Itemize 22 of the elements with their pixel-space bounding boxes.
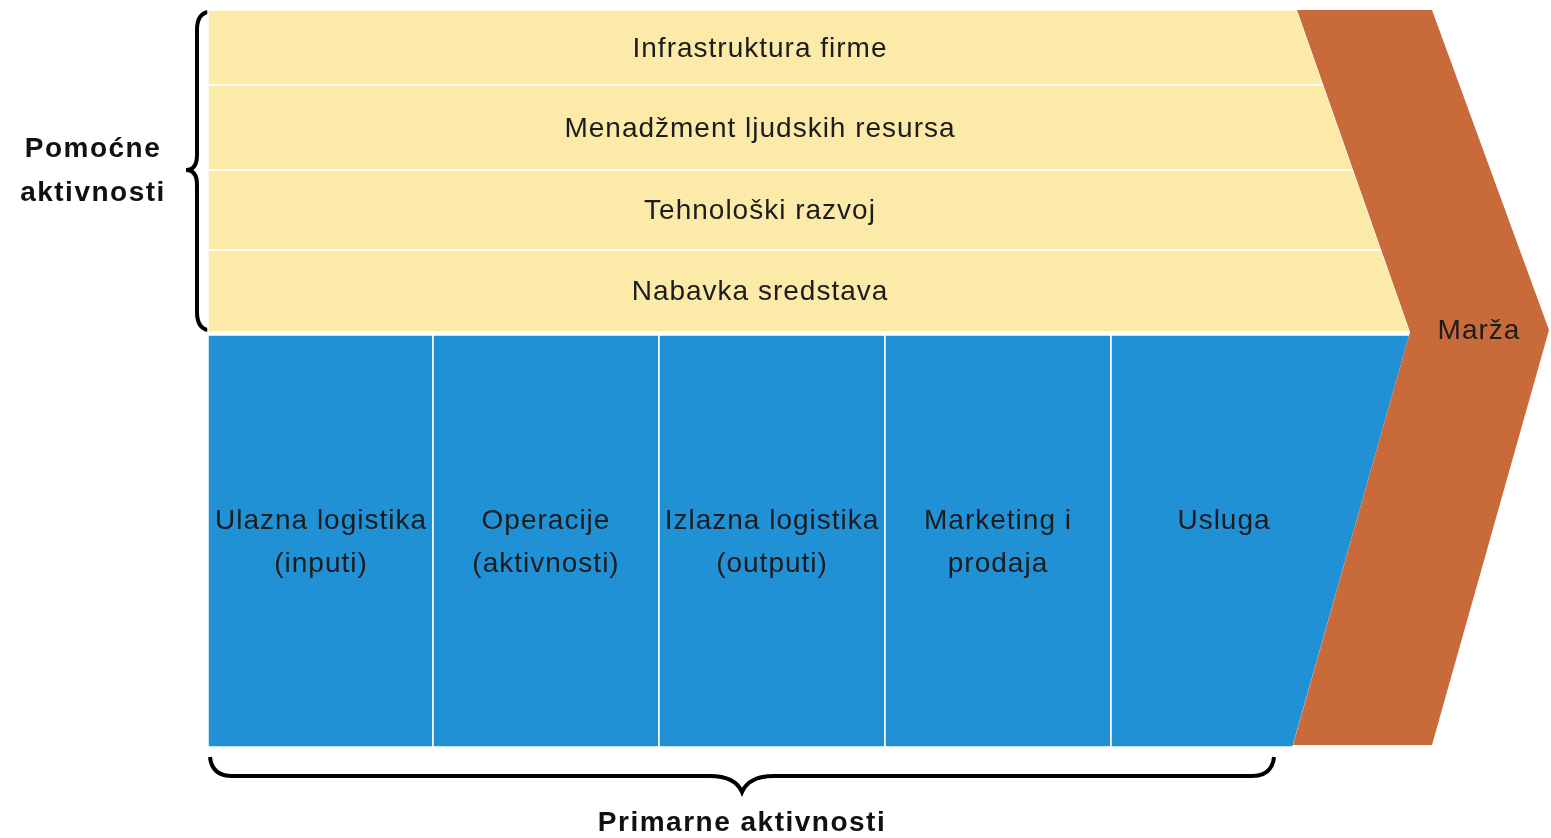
band-label: Tehnološki razvoj [643, 193, 877, 227]
primary-activity-column [885, 335, 1111, 747]
column-label: Operacije (aktivnosti) [471, 503, 621, 580]
margin-label: Marža [1436, 313, 1522, 347]
primary-activity-column [1111, 335, 1410, 747]
column-label: Usluga [1176, 503, 1272, 537]
column-label: Izlazna logistika (outputi) [663, 503, 881, 580]
band-label: Infrastruktura firme [631, 30, 889, 65]
primary-activity-column [659, 335, 885, 747]
primary-activity-column [433, 335, 659, 747]
support-activity-band [208, 10, 1324, 85]
band-label: Nabavka sredstava [630, 274, 890, 308]
margin-chevron [1293, 10, 1549, 745]
band-label: Menadžment ljudskih resursa [563, 110, 957, 145]
bracket-label: Pomoćne aktivnosti [19, 131, 167, 209]
column-label: Ulazna logistika (inputi) [213, 503, 429, 580]
primary-activity-column [208, 335, 433, 747]
support-activity-band [208, 170, 1382, 250]
bracket-label: Primarne aktivnosti [596, 805, 888, 838]
support-activity-band [208, 250, 1410, 332]
column-label: Marketing i prodaja [923, 503, 1073, 580]
support-activity-band [208, 85, 1354, 170]
